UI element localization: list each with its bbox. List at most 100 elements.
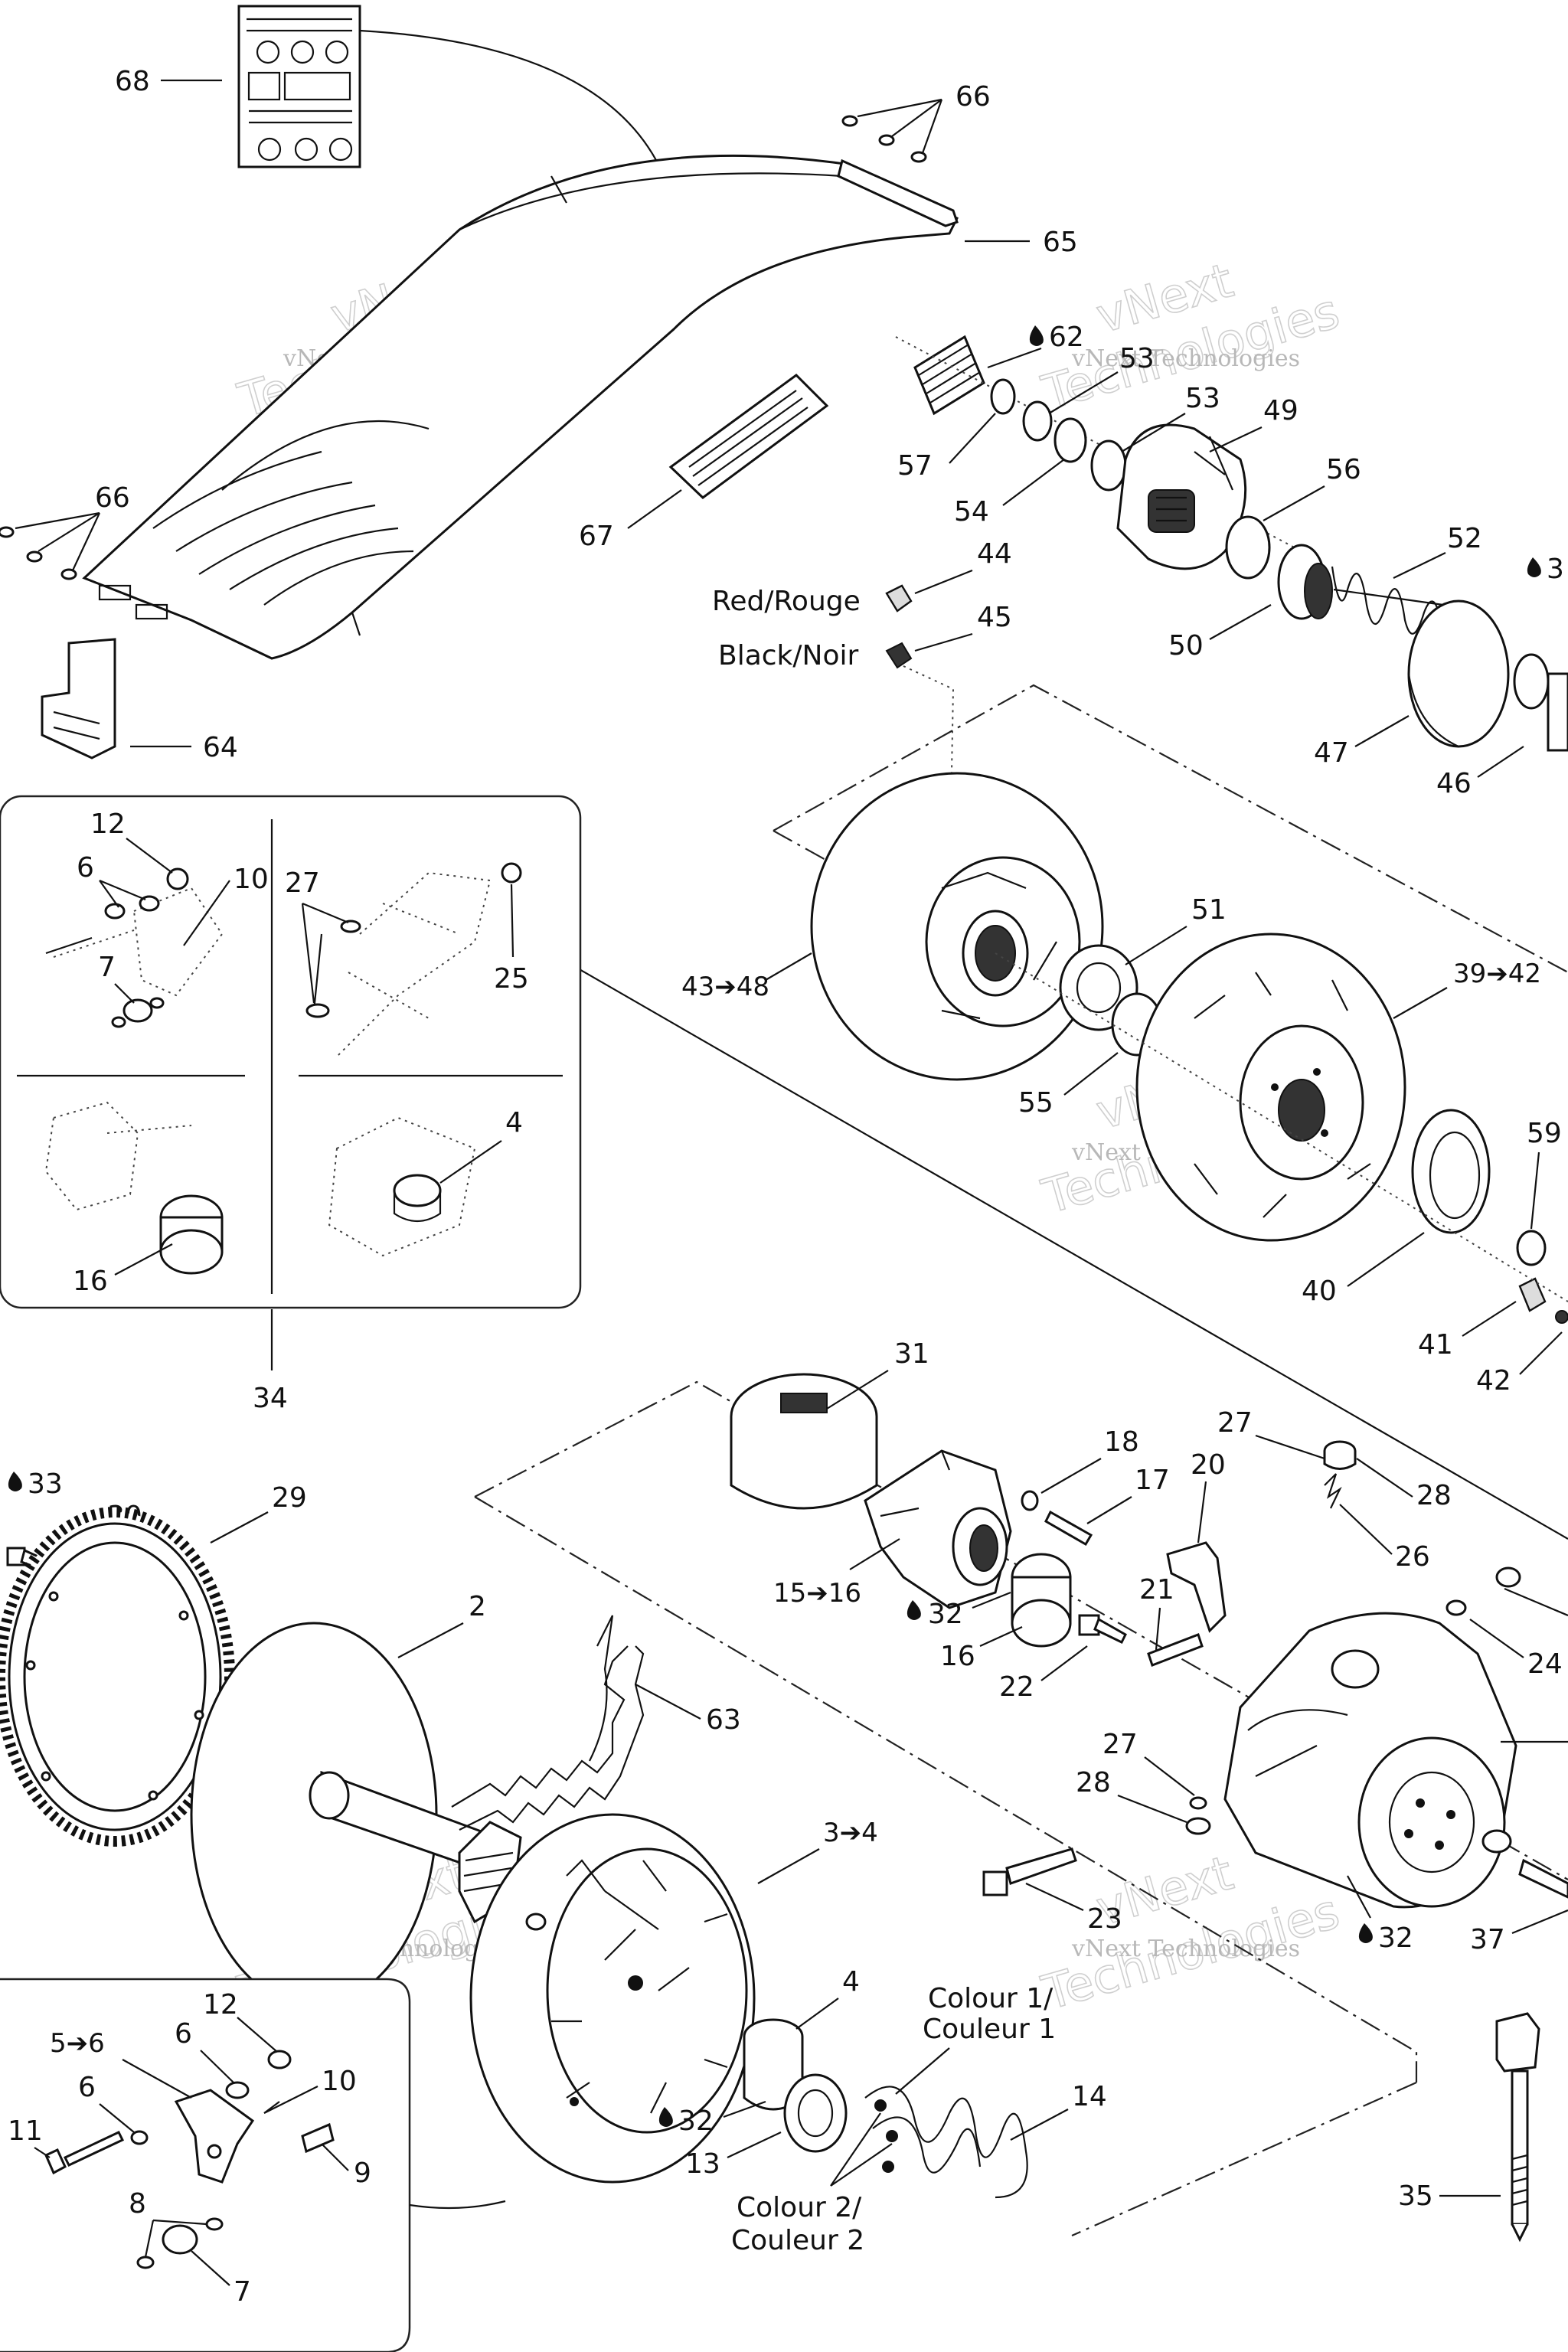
leader-18 [1040,1458,1102,1494]
leader-53a [1048,371,1119,414]
callout-54: 54 [954,496,989,528]
leader-52 [1393,552,1446,579]
detail-leader-7b [191,2250,230,2286]
detail-callout-16: 16 [73,1266,108,1297]
callout-46: 46 [1436,768,1472,799]
colour2-line1: Colour 2/ [737,2192,862,2223]
callout-37: 37 [1470,1924,1505,1955]
leader-colour2 [830,2112,893,2187]
cover-47 [1407,599,1510,748]
hub-1 [1223,1612,1517,1909]
detail-callout-7: 7 [98,952,116,983]
leader-50 [1209,604,1272,640]
callout-49: 49 [1263,395,1298,426]
callout-64: 64 [203,732,238,763]
callout-52: 52 [1447,523,1482,554]
leader-55 [1063,1052,1119,1096]
detail-leader-12 [126,838,173,874]
leader-41 [1462,1301,1517,1337]
callout-27a: 27 [1217,1407,1253,1439]
bolt-37 [1518,1858,1568,1899]
colour1-line1: Colour 1/ [928,1983,1054,2014]
callout-3-top: 3 [1547,554,1564,585]
bushing-50 [1277,544,1333,620]
spring-52 [1331,566,1445,636]
leader-59 [1530,1152,1540,1230]
detail-34-bushing [44,1101,224,1275]
washer-18 [1021,1490,1039,1511]
leader-32a [972,1591,1011,1609]
leader-47 [1354,715,1410,747]
callout-33: 33 [28,1468,63,1500]
callout-16: 16 [940,1641,975,1672]
callout-13: 13 [685,2148,720,2180]
leader-28b [1117,1794,1187,1824]
detail-callout-10: 10 [234,864,269,895]
ring-56 [1225,515,1271,580]
red-cap-44 [885,584,913,612]
leader-53b [1121,413,1186,452]
detail-leader-7 [114,983,135,1004]
detail-callout-5-6: 5➔6 [50,2028,105,2059]
detail-callout-11: 11 [8,2115,43,2147]
callout-35: 35 [1398,2180,1433,2212]
callout-34: 34 [253,1383,288,1414]
callout-66-top: 66 [956,81,991,113]
callout-47: 47 [1314,737,1349,769]
detail-callout-25: 25 [494,963,529,995]
bushing-16 [1011,1553,1072,1648]
leader-14 [1010,2109,1069,2141]
callout-59: 59 [1527,1118,1562,1149]
callout-45: 45 [977,602,1012,633]
leader-62 [987,347,1042,369]
pin-21 [1147,1633,1204,1667]
leader-46 [1477,746,1524,778]
detail-leader-8 [144,2219,207,2258]
screw-22 [1078,1614,1127,1644]
leader-21 [1155,1607,1161,1651]
callout-65: 65 [1043,227,1078,258]
callout-14: 14 [1072,2081,1107,2112]
fixed-sheave-2 [190,1622,522,2007]
leader-44 [914,569,973,595]
detail-leader-9 [321,2143,349,2171]
leader-29 [210,1511,269,1544]
washer-13 [783,2073,848,2153]
leader-40 [1347,1232,1425,1287]
washer-24 [1446,1599,1467,1616]
black-cap-45 [885,642,913,669]
decal-67 [668,374,829,499]
movable-sheave-3-4 [469,1813,756,2184]
drop-icon-32b [1358,1923,1373,1943]
washer-59 [1516,1230,1547,1266]
part-3-edge [1547,672,1568,752]
callout-41: 41 [1418,1329,1453,1361]
detail-callout-12: 12 [90,808,126,840]
detail-leader-6a [200,2050,234,2083]
leader-4 [795,1998,839,2030]
leader-15-16 [849,1538,900,1570]
drop-icon-62 [1029,325,1044,346]
leader-22 [1040,1645,1088,1681]
ring-gear-29 [0,1507,235,1847]
callout-3-4: 3➔4 [823,1818,878,1848]
leader-45 [914,632,973,652]
leader-colour1 [895,2047,950,2095]
cam-49 [1116,423,1247,570]
callout-21: 21 [1139,1574,1174,1606]
spider-15-16 [864,1449,1012,1609]
callout-68: 68 [115,66,150,97]
spring-62 [913,335,985,416]
callout-4: 4 [842,1966,860,1998]
leader-51 [1125,926,1187,965]
leader-43-48 [765,952,812,981]
detail-leader-25 [510,884,514,958]
detail-leader-4 [439,1140,502,1184]
nut-42 [1555,1310,1568,1324]
watermark-6: vNext Technologies vNext Technologies [1035,1844,1346,2022]
lever-20 [1166,1541,1227,1633]
ring-57 [990,378,1016,415]
detail-callout-27: 27 [285,867,320,899]
callout-32b: 32 [1378,1922,1413,1954]
bolt-35 [1495,2012,1540,2243]
